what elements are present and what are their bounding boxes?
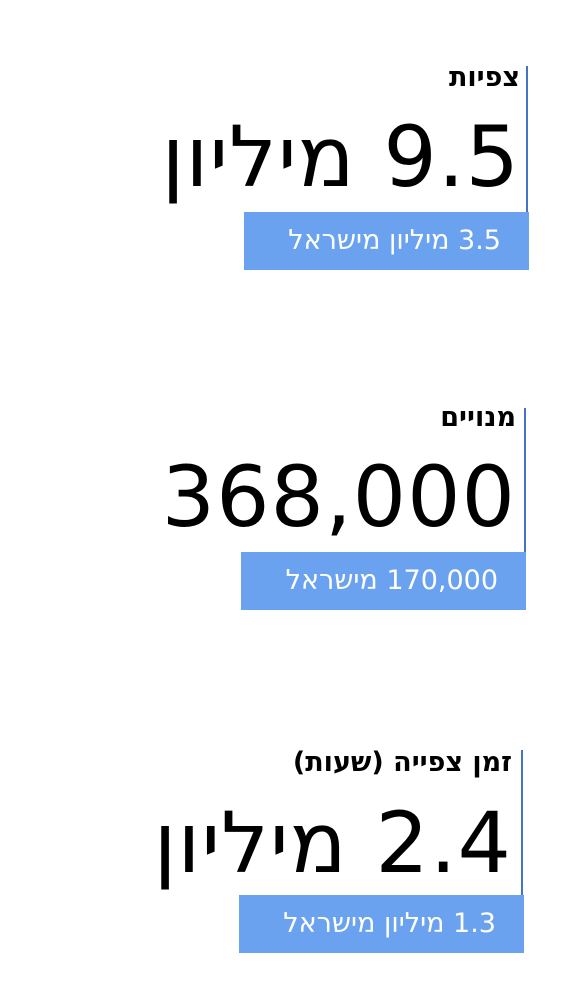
stat-divider-line: [521, 750, 523, 910]
stat-israel-band: 1.3 מיליון מישראל: [239, 895, 524, 953]
stat-value: 9.5 מיליון: [161, 108, 520, 206]
stat-value: 368,000: [161, 448, 516, 546]
stat-title: מנויים: [440, 402, 516, 433]
stat-israel-band: 170,000 מישראל: [241, 552, 526, 610]
stat-title: צפיות: [448, 62, 520, 93]
stat-title: זמן צפייה (שעות): [292, 747, 512, 778]
stat-israel-band: 3.5 מיליון מישראל: [244, 212, 529, 270]
stat-subscribers: מנויים 368,000 170,000 מישראל: [161, 402, 526, 610]
stat-divider-line: [524, 408, 526, 600]
stat-views: צפיות 9.5 מיליון 3.5 מיליון מישראל: [0, 0, 580, 290]
stat-value: 2.4 מיליון: [153, 794, 512, 892]
stat-divider-line: [526, 66, 528, 254]
